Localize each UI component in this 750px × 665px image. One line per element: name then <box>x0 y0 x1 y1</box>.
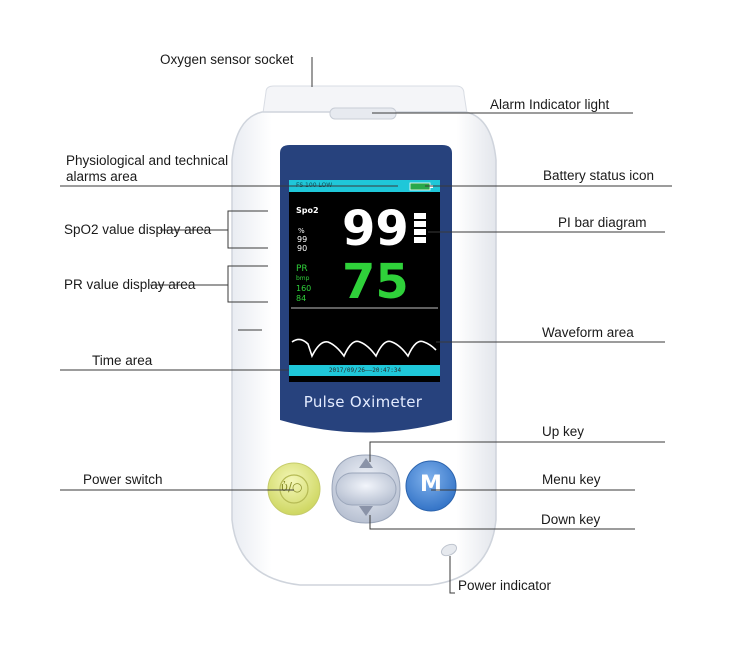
label-power-switch: Power switch <box>83 472 163 487</box>
label-pr-display-area: PR value display area <box>64 277 196 292</box>
label-time-area: Time area <box>92 353 153 368</box>
label-up-key: Up key <box>542 424 585 439</box>
spo2-low-limit: 90 <box>297 244 308 253</box>
datetime-readout: 2017/09/26——20:47:34 <box>328 367 402 374</box>
spo2-high-limit: 99 <box>297 235 308 244</box>
label-power-indicator: Power indicator <box>458 578 552 593</box>
menu-key-button <box>405 460 457 512</box>
spo2-unit: % <box>298 227 305 235</box>
pr-high-limit: 160 <box>296 284 312 293</box>
label-battery-status-icon: Battery status icon <box>543 168 655 183</box>
pr-value: 75 <box>342 254 409 310</box>
spo2-value: 99 <box>342 201 409 257</box>
time-bar <box>289 365 440 376</box>
label-pi-bar-diagram: PI bar diagram <box>558 215 647 230</box>
pr-unit: bmp <box>296 275 310 282</box>
label-waveform-area: Waveform area <box>542 325 634 340</box>
pr-low-limit: 84 <box>296 294 307 303</box>
pi-bar-diagram <box>414 213 426 243</box>
power-indicator-led <box>440 543 458 557</box>
label-menu-key: Menu key <box>542 472 601 487</box>
label-physiological-alarms: Physiological and technical alarms area <box>66 153 229 184</box>
label-spo2-display-area: SpO2 value display area <box>64 222 212 237</box>
pleth-waveform <box>291 338 437 359</box>
down-arrow-icon <box>359 506 373 516</box>
menu-key-letter: M <box>420 472 442 497</box>
up-arrow-icon <box>359 458 373 468</box>
spo2-label: Spo2 <box>296 206 319 215</box>
device-title: Pulse Oximeter <box>303 393 423 411</box>
label-alarm-indicator-light: Alarm Indicator light <box>490 97 610 112</box>
label-down-key: Down key <box>541 512 601 527</box>
label-oxygen-sensor-socket: Oxygen sensor socket <box>160 52 294 67</box>
pr-label: PR <box>296 264 308 274</box>
power-switch-button <box>267 462 321 516</box>
